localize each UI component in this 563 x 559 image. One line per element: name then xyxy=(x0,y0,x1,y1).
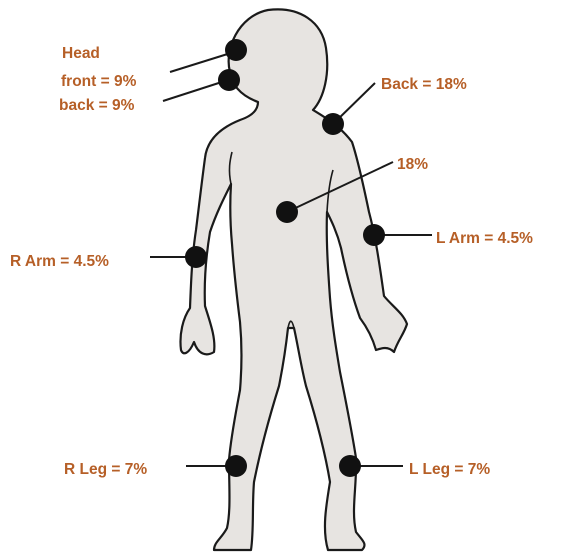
marker-left-arm xyxy=(363,224,385,246)
marker-head-front xyxy=(225,39,247,61)
leader-line-head-back xyxy=(163,80,228,101)
label-left-arm: L Arm = 4.5% xyxy=(436,229,533,249)
marker-back xyxy=(322,113,344,135)
marker-left-leg xyxy=(339,455,361,477)
label-left-leg: L Leg = 7% xyxy=(409,460,490,480)
label-head-back: back = 9% xyxy=(59,96,134,116)
label-right-leg: R Leg = 7% xyxy=(64,460,147,480)
label-head-front: front = 9% xyxy=(61,72,136,92)
body-silhouette xyxy=(180,9,407,550)
label-chest: 18% xyxy=(397,155,428,175)
label-head: Head xyxy=(62,44,100,64)
marker-right-leg xyxy=(225,455,247,477)
label-right-arm: R Arm = 4.5% xyxy=(10,252,109,272)
marker-chest xyxy=(276,201,298,223)
marker-right-arm xyxy=(185,246,207,268)
marker-head-back xyxy=(218,69,240,91)
label-back: Back = 18% xyxy=(381,75,467,95)
leader-line-head-front xyxy=(170,52,234,72)
